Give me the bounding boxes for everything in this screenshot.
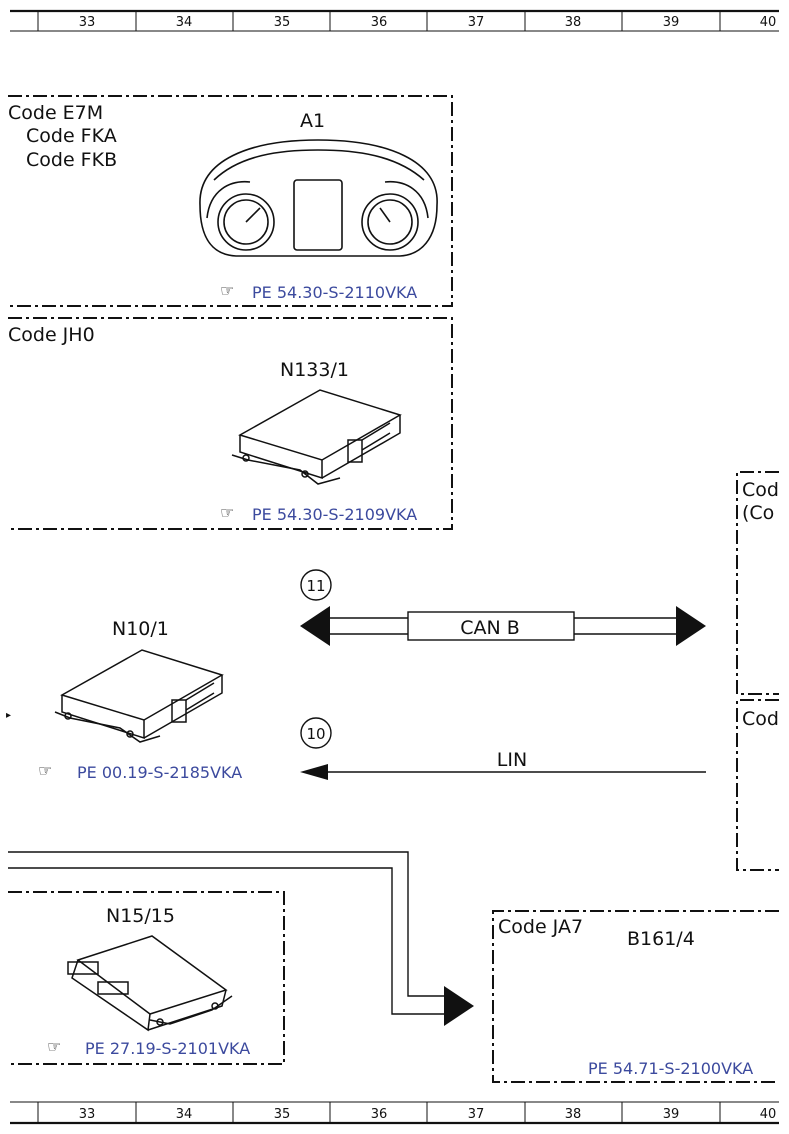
option-code: Code FKB (26, 149, 117, 171)
option-code: Cod (742, 479, 779, 501)
connection-number: 11 (306, 577, 325, 595)
option-code: Cod (742, 708, 779, 730)
bottom-grid-ruler: 33 34 35 36 37 38 39 40 (10, 1101, 779, 1125)
grid-col-label: 39 (663, 1107, 680, 1122)
lin-bus[interactable]: 10 LIN (300, 717, 706, 780)
ref-link[interactable]: ☞ PE 54.30-S-2109VKA (220, 503, 417, 524)
n15-component-box[interactable]: N15/15 ☞ PE 27.19-S-2101VKA (8, 891, 285, 1065)
grid-col-label: 34 (176, 1107, 193, 1122)
top-grid-ruler: 33 34 35 36 37 38 39 40 (10, 9, 779, 32)
a1-component-box[interactable]: Code E7M Code FKA Code FKB A1 ☞ PE 54.30… (8, 95, 453, 307)
option-code: Code JA7 (498, 916, 583, 938)
grid-col-label: 34 (176, 15, 193, 30)
control-unit-icon (67, 935, 233, 1032)
connection-number-badge (300, 569, 332, 601)
grid-col-label: 40 (760, 15, 777, 30)
grid-col-label: 33 (79, 15, 96, 30)
continuation-arrow-icon: ▸ (6, 710, 11, 721)
grid-col-label: 35 (274, 15, 291, 30)
svg-text:PE 00.19-S-2185VKA: PE 00.19-S-2185VKA (77, 763, 242, 782)
component-label: A1 (300, 110, 325, 132)
pointing-hand-icon: ☞ (38, 761, 52, 780)
svg-text:PE 54.30-S-2109VKA: PE 54.30-S-2109VKA (252, 505, 417, 524)
connection-number-badge (300, 717, 332, 749)
pointing-hand-icon: ☞ (47, 1037, 61, 1056)
ref-link[interactable]: ☞ PE 27.19-S-2101VKA (47, 1037, 250, 1058)
ref-link[interactable]: ☞ PE 54.30-S-2110VKA (220, 281, 417, 302)
component-label: N133/1 (280, 359, 349, 381)
ref-link[interactable]: ☞ PE 00.19-S-2185VKA (38, 761, 242, 782)
n10-component[interactable]: N10/1 ▸ ☞ PE 00.19-S-2185VKA (6, 618, 242, 782)
instrument-cluster-icon (199, 139, 438, 257)
grid-col-label: 38 (565, 15, 582, 30)
option-code: Code E7M (8, 102, 103, 124)
connection-number: 10 (306, 725, 325, 743)
right-mid-component-box[interactable]: Cod (736, 699, 779, 871)
option-code: Code JH0 (8, 324, 95, 346)
pointing-hand-icon: ☞ (220, 503, 234, 522)
wire-to-b161 (8, 851, 474, 1026)
component-label: N15/15 (106, 905, 175, 927)
grid-col-label: 37 (468, 15, 485, 30)
svg-text:PE 54.30-S-2110VKA: PE 54.30-S-2110VKA (252, 283, 417, 302)
right-top-component-box[interactable]: Cod (Co (736, 471, 779, 695)
option-code: (Co (742, 502, 774, 524)
svg-text:PE 27.19-S-2101VKA: PE 27.19-S-2101VKA (85, 1039, 250, 1058)
grid-col-label: 33 (79, 1107, 96, 1122)
component-label: N10/1 (112, 618, 169, 640)
grid-col-label: 36 (371, 1107, 388, 1122)
can-b-bus[interactable]: 11 CAN B (300, 569, 706, 646)
b161-component-box[interactable]: Code JA7 B161/4 PE 54.71-S-2100VKA (492, 910, 779, 1083)
grid-col-label: 39 (663, 15, 680, 30)
grid-col-label: 40 (760, 1107, 777, 1122)
component-label: B161/4 (627, 928, 695, 950)
option-code: Code FKA (26, 125, 117, 147)
pointing-hand-icon: ☞ (220, 281, 234, 300)
n133-component-box[interactable]: Code JH0 N133/1 ☞ PE 54.30-S-2109VKA (8, 317, 453, 530)
bus-label: LIN (497, 749, 527, 771)
bus-label: CAN B (460, 617, 520, 639)
grid-col-label: 36 (371, 15, 388, 30)
grid-col-label: 35 (274, 1107, 291, 1122)
grid-col-label: 38 (565, 1107, 582, 1122)
grid-col-label: 37 (468, 1107, 485, 1122)
control-unit-icon (54, 649, 224, 743)
control-unit-icon (231, 389, 402, 485)
ref-link[interactable]: PE 54.71-S-2100VKA (588, 1059, 753, 1078)
